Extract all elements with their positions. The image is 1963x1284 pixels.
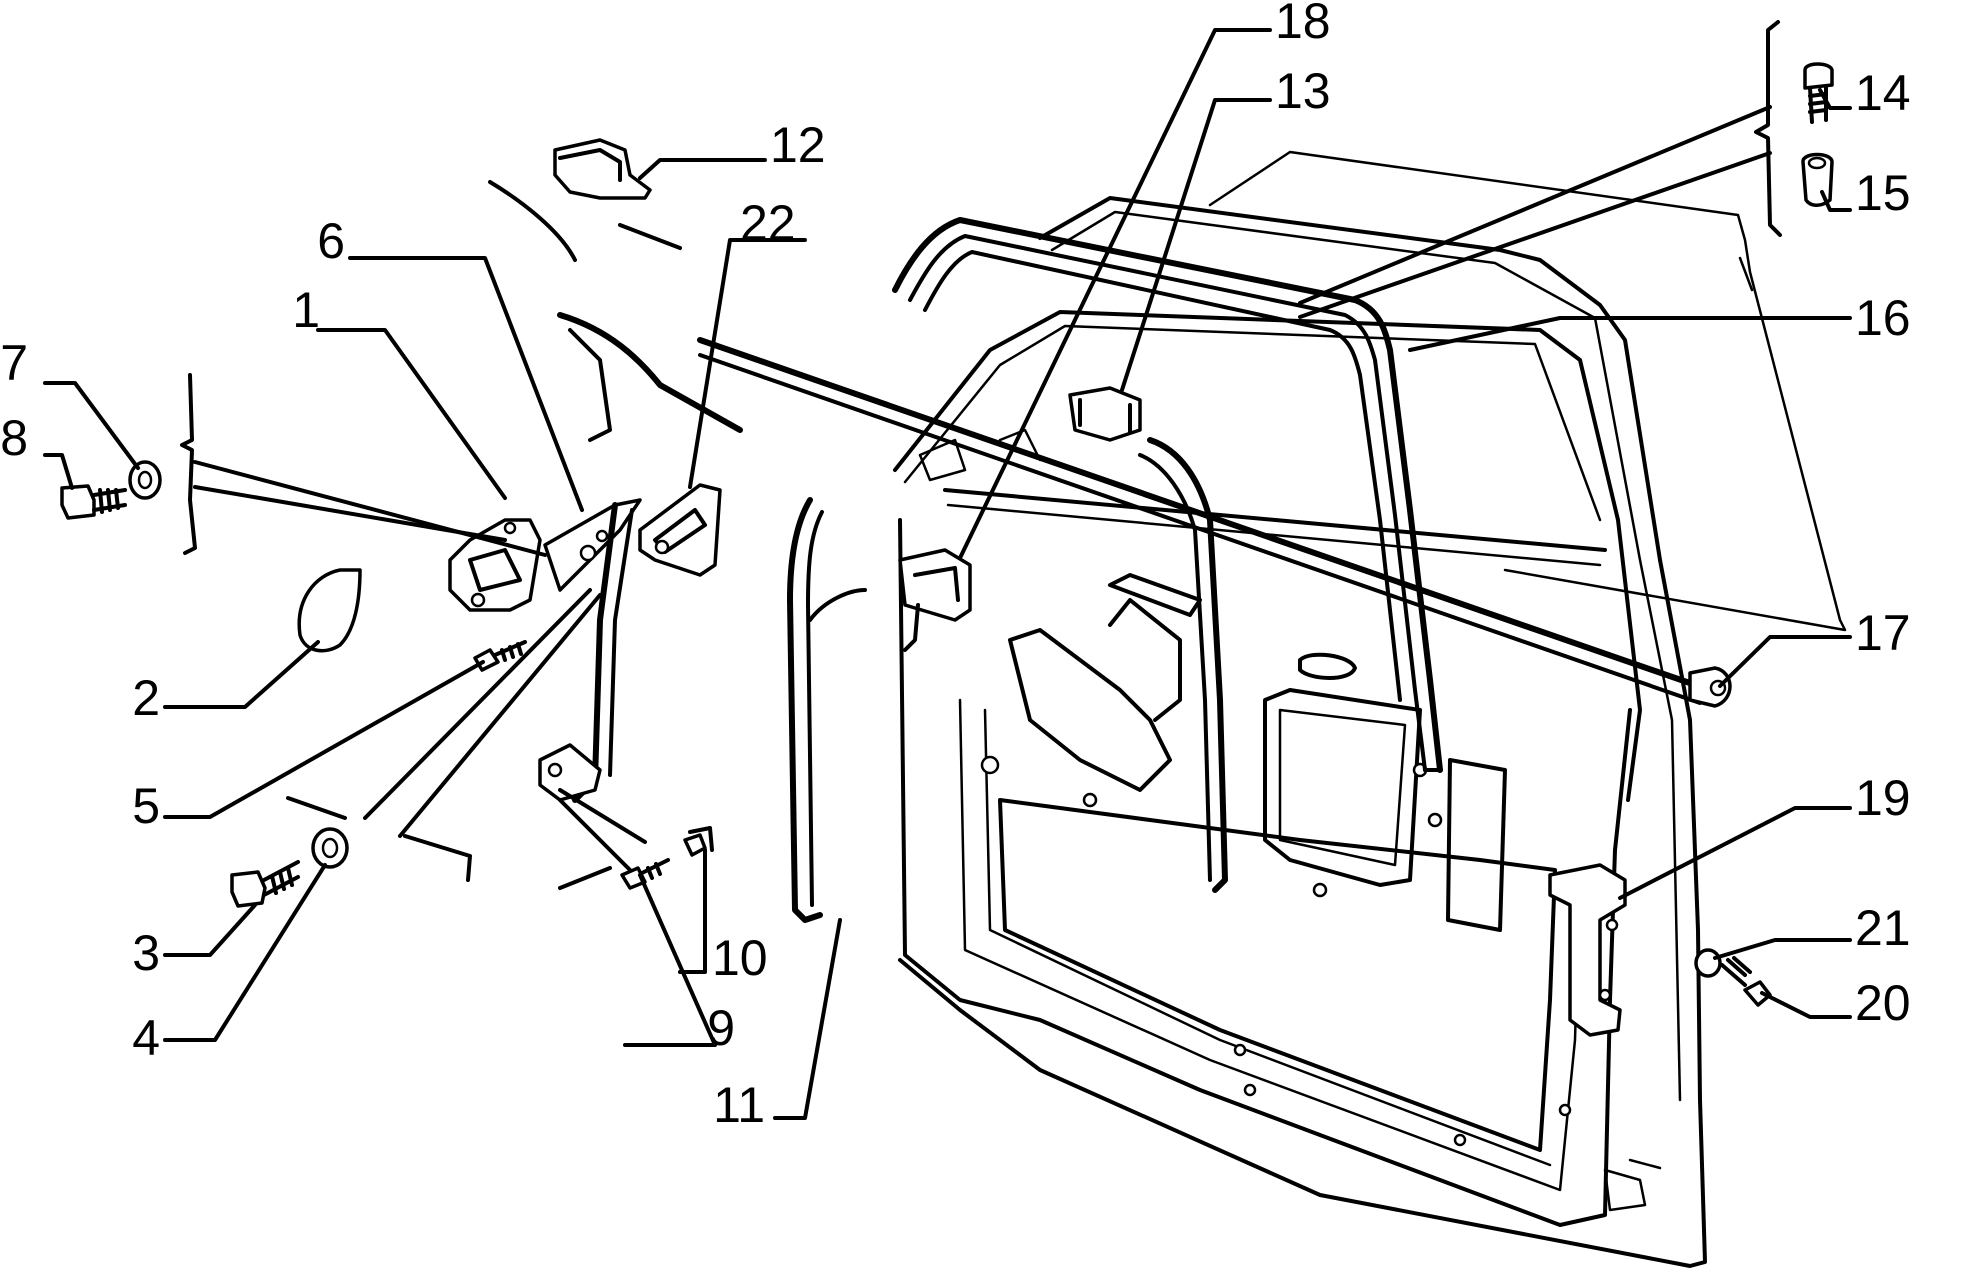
front-parts bbox=[60, 62, 1834, 1037]
callout-6: 6 bbox=[317, 213, 345, 269]
callout-21: 21 bbox=[1855, 900, 1911, 956]
callout-17: 17 bbox=[1855, 605, 1911, 661]
callout-18: 18 bbox=[1275, 0, 1331, 49]
callout-16: 16 bbox=[1855, 290, 1911, 346]
callout-9: 9 bbox=[707, 1000, 735, 1056]
callout-19: 19 bbox=[1855, 770, 1911, 826]
callout-12: 12 bbox=[770, 117, 826, 173]
callout-10: 10 bbox=[712, 930, 768, 986]
callout-22: 22 bbox=[740, 195, 796, 251]
callout-14: 14 bbox=[1855, 65, 1911, 121]
callout-13: 13 bbox=[1275, 63, 1331, 119]
callout-15: 15 bbox=[1855, 165, 1911, 221]
callout-1: 1 bbox=[292, 282, 320, 338]
callout-2: 2 bbox=[132, 670, 160, 726]
callout-11: 11 bbox=[713, 1077, 765, 1133]
callout-5: 5 bbox=[132, 778, 160, 834]
window-channels bbox=[557, 217, 1732, 923]
callout-labels: 1 2 3 4 5 6 7 8 9 10 11 12 13 14 15 16 1… bbox=[0, 0, 1910, 1133]
callout-8: 8 bbox=[0, 410, 28, 466]
leader-lines bbox=[43, 28, 1852, 1120]
callout-4: 4 bbox=[132, 1010, 160, 1066]
callout-7: 7 bbox=[0, 335, 28, 391]
group-brackets bbox=[180, 20, 1782, 890]
callout-3: 3 bbox=[132, 925, 160, 981]
door-shell bbox=[893, 150, 1847, 1268]
callout-20: 20 bbox=[1855, 975, 1911, 1031]
